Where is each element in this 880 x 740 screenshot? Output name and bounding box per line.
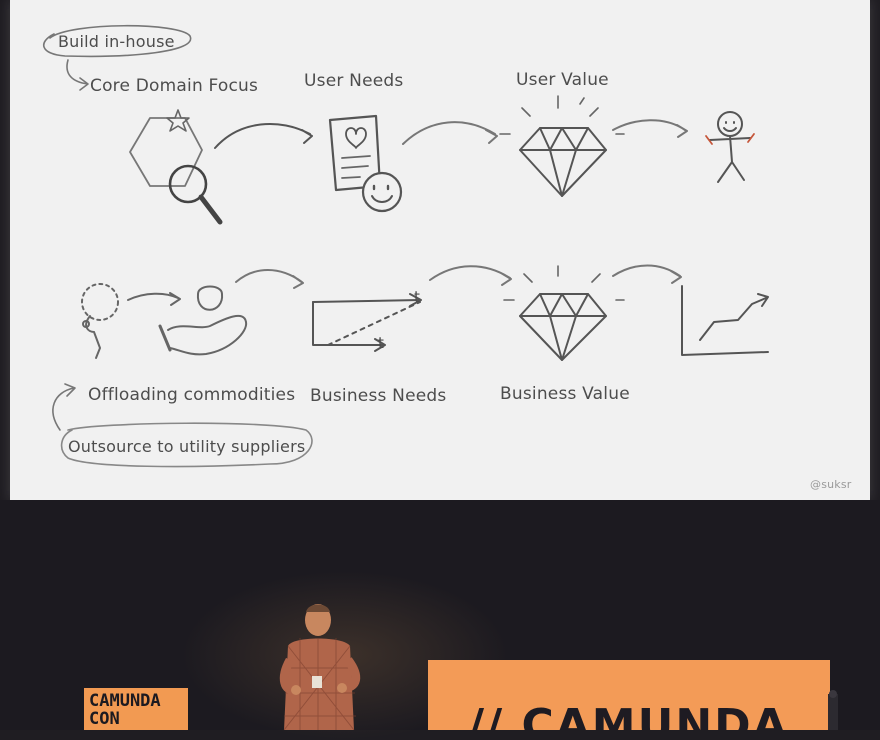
document-smiley-icon [328, 114, 403, 213]
outsource-label: Outsource to utility suppliers [68, 437, 306, 456]
arrow-4 [235, 269, 304, 289]
camunda-banner: // CAMUNDA [428, 660, 830, 730]
diamond-icon-top [499, 95, 625, 197]
camundacon-logo: CAMUNDA CON [84, 688, 188, 730]
core-domain-arrow [66, 59, 89, 91]
arrow-1 [214, 123, 313, 149]
diamond-icon-bottom [503, 265, 625, 361]
logo-line-2: CON [89, 709, 120, 729]
axis-t-top: t [414, 288, 421, 306]
arrow-3 [612, 119, 688, 138]
stage-equipment [828, 690, 838, 730]
business-value-label: Business Value [500, 384, 630, 404]
outsource-arrow [52, 383, 76, 431]
projected-slide: Build in-house Core Domain Focus User Ne… [10, 0, 870, 500]
build-in-house-label: Build in-house [58, 32, 175, 51]
arrow-6 [612, 264, 682, 284]
offloading-hand-icon [81, 283, 248, 359]
user-value-label: User Value [516, 70, 609, 90]
outsource-bubble [60, 422, 313, 468]
business-needs-label: Business Needs [310, 386, 447, 406]
business-needs-axis-icon [312, 293, 422, 352]
core-domain-focus-label: Core Domain Focus [90, 76, 259, 96]
hexagon-magnifier-icon [129, 109, 223, 225]
growth-chart-icon [681, 285, 769, 356]
banner-text: // CAMUNDA [468, 700, 789, 730]
speaker-handle: @suksr [810, 478, 852, 491]
arrow-5 [429, 265, 512, 286]
axis-t-bottom: t [378, 334, 385, 352]
stick-figure-icon [705, 111, 755, 183]
arrow-2 [402, 121, 498, 145]
build-in-house-bubble [43, 24, 192, 58]
slide-sketches [43, 24, 769, 468]
speaker-figure [279, 604, 361, 730]
user-needs-label: User Needs [304, 71, 404, 91]
logo-line-1: CAMUNDA [89, 691, 161, 711]
offloading-commodities-label: Offloading commodities [88, 385, 296, 405]
